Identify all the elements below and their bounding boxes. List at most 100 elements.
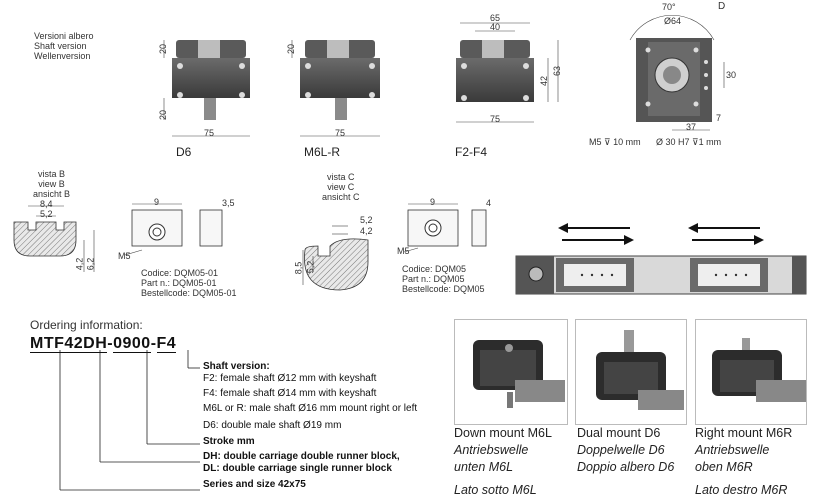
view-end — [629, 14, 725, 131]
dim-b-42: 4,2 — [74, 257, 85, 271]
code-sep1: - — [107, 335, 114, 352]
part-dqm05-01 — [124, 203, 223, 256]
photo1-l3: unten M6L — [454, 460, 514, 474]
shaft-f2: F2: female shaft Ø12 mm with keyshaft — [203, 373, 377, 384]
dim-m6l-top: 20 — [286, 43, 297, 55]
caption-photo-3: Right mount M6R Antriebswelle oben M6R L… — [695, 425, 792, 499]
code-dqm05-01: Codice: DQM05-01 Part n.: DQM05-01 Beste… — [141, 268, 237, 298]
ordering-title: Ordering information: — [30, 318, 143, 332]
dim-b-84: 8,4 — [40, 199, 53, 209]
photo1-l4: Lato sotto M6L — [454, 483, 537, 497]
view-f2f4 — [456, 22, 559, 123]
photo3-l1: Right mount M6R — [695, 426, 793, 440]
photo-down-mount — [454, 319, 568, 425]
view-d6 — [163, 40, 250, 137]
photo1-l1: Down mount M6L — [454, 426, 552, 440]
dim-c-52v: 5,2 — [305, 260, 316, 274]
photo-right-mount — [695, 319, 807, 425]
code2-en: Part n.: DQM05 — [402, 274, 465, 284]
section-b — [13, 205, 95, 272]
part-dqm05 — [403, 203, 487, 253]
label-en: Shaft version — [34, 41, 87, 51]
photo2-l1: Dual mount D6 — [577, 426, 661, 440]
dim-c-42: 4,2 — [360, 226, 373, 236]
dim-dq1-9: 9 — [154, 197, 160, 207]
code1-it: Codice: DQM05-01 — [141, 268, 219, 278]
dim-d6-bottom: 20 — [158, 109, 169, 121]
order-code: MTF42DH-0900-F4 — [30, 335, 177, 353]
actuator-photo-2 — [596, 330, 684, 410]
ordering-details: Shaft version: F2: female shaft Ø12 mm w… — [203, 361, 417, 491]
dim-angle: 70° — [662, 2, 676, 12]
photo3-l3: oben M6R — [695, 460, 753, 474]
shaft-d6: D6: double male shaft Ø19 mm — [203, 420, 342, 431]
caption-f2f4: F2-F4 — [455, 145, 488, 159]
dim-bore: Ø 30 H7 ⊽1 mm — [656, 137, 722, 147]
carriage-dh: DH: double carriage double runner block, — [203, 451, 400, 462]
dim-m5-depth: M5 ⊽ 10 mm — [589, 137, 641, 147]
dim-f-75: 75 — [490, 114, 501, 124]
photo2-l2: Doppelwelle D6 — [577, 443, 665, 457]
shaft-title: Shaft version: — [203, 361, 270, 372]
series-label: Series and size 42x75 — [203, 479, 306, 490]
view-c-it: vista C — [327, 172, 355, 182]
shaft-m6: M6L or R: male shaft Ø16 mm mount right … — [203, 403, 418, 414]
dim-c-85: 8,5 — [293, 261, 304, 275]
dim-d6-width: 75 — [204, 128, 215, 138]
view-m6l — [291, 40, 380, 137]
view-b-de: ansicht B — [33, 189, 71, 199]
dim-c-52: 5,2 — [360, 215, 373, 225]
shaft-f4: F4: female shaft Ø14 mm with keyshaft — [203, 388, 377, 399]
code-series: MTF42 — [30, 335, 84, 353]
dim-d: D — [718, 1, 726, 12]
dim-d6-top: 20 — [158, 43, 169, 55]
dim-dq2-4: 4 — [486, 198, 492, 208]
code-stroke: 0900 — [113, 335, 151, 353]
actuator-photo-1 — [473, 340, 565, 408]
view-c-en: view C — [327, 182, 355, 192]
caption-m6l: M6L-R — [304, 145, 341, 159]
caption-d6: D6 — [176, 145, 192, 159]
dim-7: 7 — [716, 113, 722, 123]
carriage-dl: DL: double carriage single runner block — [203, 463, 392, 474]
code1-en: Part n.: DQM05-01 — [141, 278, 217, 288]
dim-dq2-m5: M5 — [397, 246, 410, 256]
dim-dia64: Ø64 — [664, 16, 682, 26]
section-c — [302, 225, 369, 291]
view-c-de: ansicht C — [322, 192, 360, 202]
view-c-label: vista C view C ansicht C — [322, 172, 360, 202]
shaft-version-label: Versioni albero Shaft version Wellenvers… — [34, 31, 94, 61]
caption-photo-1: Down mount M6L Antriebswelle unten M6L L… — [454, 425, 552, 499]
dim-f-40: 40 — [490, 22, 501, 32]
code2-de: Bestellcode: DQM05 — [402, 284, 485, 294]
label-de: Wellenversion — [34, 51, 91, 61]
dim-30: 30 — [726, 70, 737, 80]
code-carriage: DH — [83, 335, 108, 353]
photo3-l2: Antriebswelle — [695, 443, 770, 457]
dim-dq1-m5: M5 — [118, 251, 131, 261]
dim-b-62: 6,2 — [85, 257, 96, 271]
label-it: Versioni albero — [34, 31, 94, 41]
view-b-label: vista B view B ansicht B — [33, 169, 70, 199]
photo2-l3: Doppio albero D6 — [577, 460, 675, 474]
code-shaft: F4 — [156, 335, 177, 353]
code-sep2: - — [150, 335, 157, 352]
code-dqm05: Codice: DQM05 Part n.: DQM05 Bestellcode… — [402, 264, 485, 294]
dim-37: 37 — [686, 122, 697, 132]
caption-photo-2: Dual mount D6 Doppelwelle D6 Doppio albe… — [577, 425, 674, 476]
photo-dual-mount — [575, 319, 687, 425]
dim-f-63: 63 — [552, 65, 563, 77]
photo3-l4: Lato destro M6R — [695, 483, 788, 497]
dim-f-42: 42 — [539, 75, 550, 87]
dim-m6l-width: 75 — [335, 128, 346, 138]
code2-it: Codice: DQM05 — [402, 264, 467, 274]
actuator-diagram — [515, 223, 807, 295]
ordering-leader-lines — [59, 350, 200, 491]
photo1-l2: Antriebswelle — [454, 443, 529, 457]
dim-dq1-35: 3,5 — [222, 198, 235, 208]
dim-f-65: 65 — [490, 13, 501, 23]
view-b-it: vista B — [38, 169, 66, 179]
stroke-label: Stroke mm — [203, 436, 255, 447]
actuator-photo-3 — [712, 338, 806, 402]
